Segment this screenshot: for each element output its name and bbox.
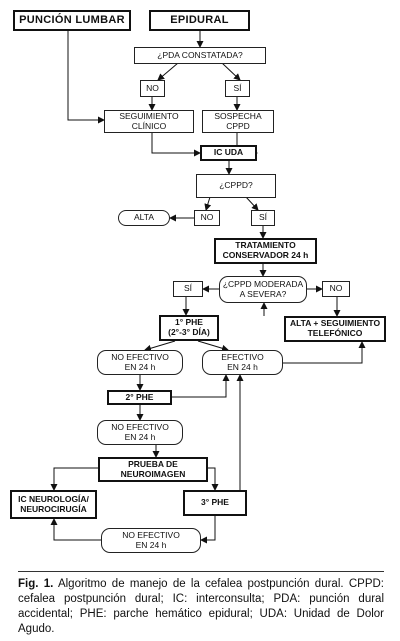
- arrow-phe2-efectivo: [172, 374, 230, 398]
- arrow-pda-si: [221, 62, 241, 81]
- moderada-question-box: ¿CPPD MODERADA A SEVERA?: [219, 276, 307, 303]
- arrow-cppd-si: [245, 196, 259, 211]
- caption-label: Fig. 1.: [18, 578, 54, 590]
- arrow-noefectivo3-icneuro: [50, 518, 101, 541]
- no-box-1: NO: [140, 80, 165, 97]
- no-efectivo-1-box: NO EFECTIVO EN 24 h: [97, 350, 183, 375]
- arrow-efectivo-altaseg: [283, 341, 366, 364]
- arrow-cppd-no: [204, 196, 212, 211]
- efectivo-box: EFECTIVO EN 24 h: [202, 350, 283, 375]
- puncion-lumbar-box: PUNCIÓN LUMBAR: [13, 10, 131, 31]
- phe2-box: 2° PHE: [107, 390, 172, 405]
- cppd-question-box: ¿CPPD?: [196, 174, 276, 198]
- seguimiento-clinico-box: SEGUIMIENTO CLÍNICO: [104, 110, 194, 133]
- arrow-pda-no: [157, 62, 179, 81]
- caption-divider: [18, 571, 384, 572]
- no-box-3: NO: [322, 281, 350, 297]
- phe3-box: 3° PHE: [183, 490, 247, 516]
- no-efectivo-3-box: NO EFECTIVO EN 24 h: [101, 528, 201, 553]
- caption-text: Algoritmo de manejo de la cefalea postpu…: [18, 578, 384, 635]
- flowchart-connectors: [50, 30, 366, 544]
- arrow-phe1-efectivo: [197, 340, 229, 352]
- tratamiento-box: TRATAMIENTO CONSERVADOR 24 h: [214, 238, 317, 264]
- ic-uda-box: IC UDA: [200, 145, 257, 161]
- alta-box: ALTA: [118, 210, 170, 226]
- sospecha-cppd-box: SOSPECHA CPPD: [202, 110, 274, 133]
- epidural-box: EPIDURAL: [149, 10, 250, 31]
- ic-neurologia-box: IC NEUROLOGÍA/ NEUROCIRUGÍA: [10, 490, 97, 519]
- phe1-box: 1° PHE (2°-3° DÍA): [159, 315, 219, 341]
- figure-caption: Fig. 1. Algoritmo de manejo de la cefale…: [18, 577, 384, 637]
- no-efectivo-2-box: NO EFECTIVO EN 24 h: [97, 420, 183, 445]
- arrow-prueba-icneuro: [50, 467, 98, 491]
- prueba-neuroimagen-box: PRUEBA DE NEUROIMAGEN: [98, 457, 208, 482]
- alta-seguimiento-box: ALTA + SEGUIMIENTO TELEFÓNICO: [284, 316, 386, 342]
- arrow-prueba-phe3: [208, 467, 219, 491]
- arrow-phe1-noefectivo: [144, 340, 176, 352]
- pda-question-box: ¿PDA CONSTATADA?: [134, 47, 266, 64]
- si-box-1: SÍ: [225, 80, 250, 97]
- no-box-2: NO: [194, 210, 220, 226]
- si-box-2: SÍ: [251, 210, 275, 226]
- arrow-phe3-noefectivo3: [200, 516, 216, 544]
- si-box-3: SÍ: [173, 281, 203, 297]
- arrow-seguimiento-icuda: [151, 133, 201, 157]
- arrow-puncion-seguimiento: [67, 30, 105, 124]
